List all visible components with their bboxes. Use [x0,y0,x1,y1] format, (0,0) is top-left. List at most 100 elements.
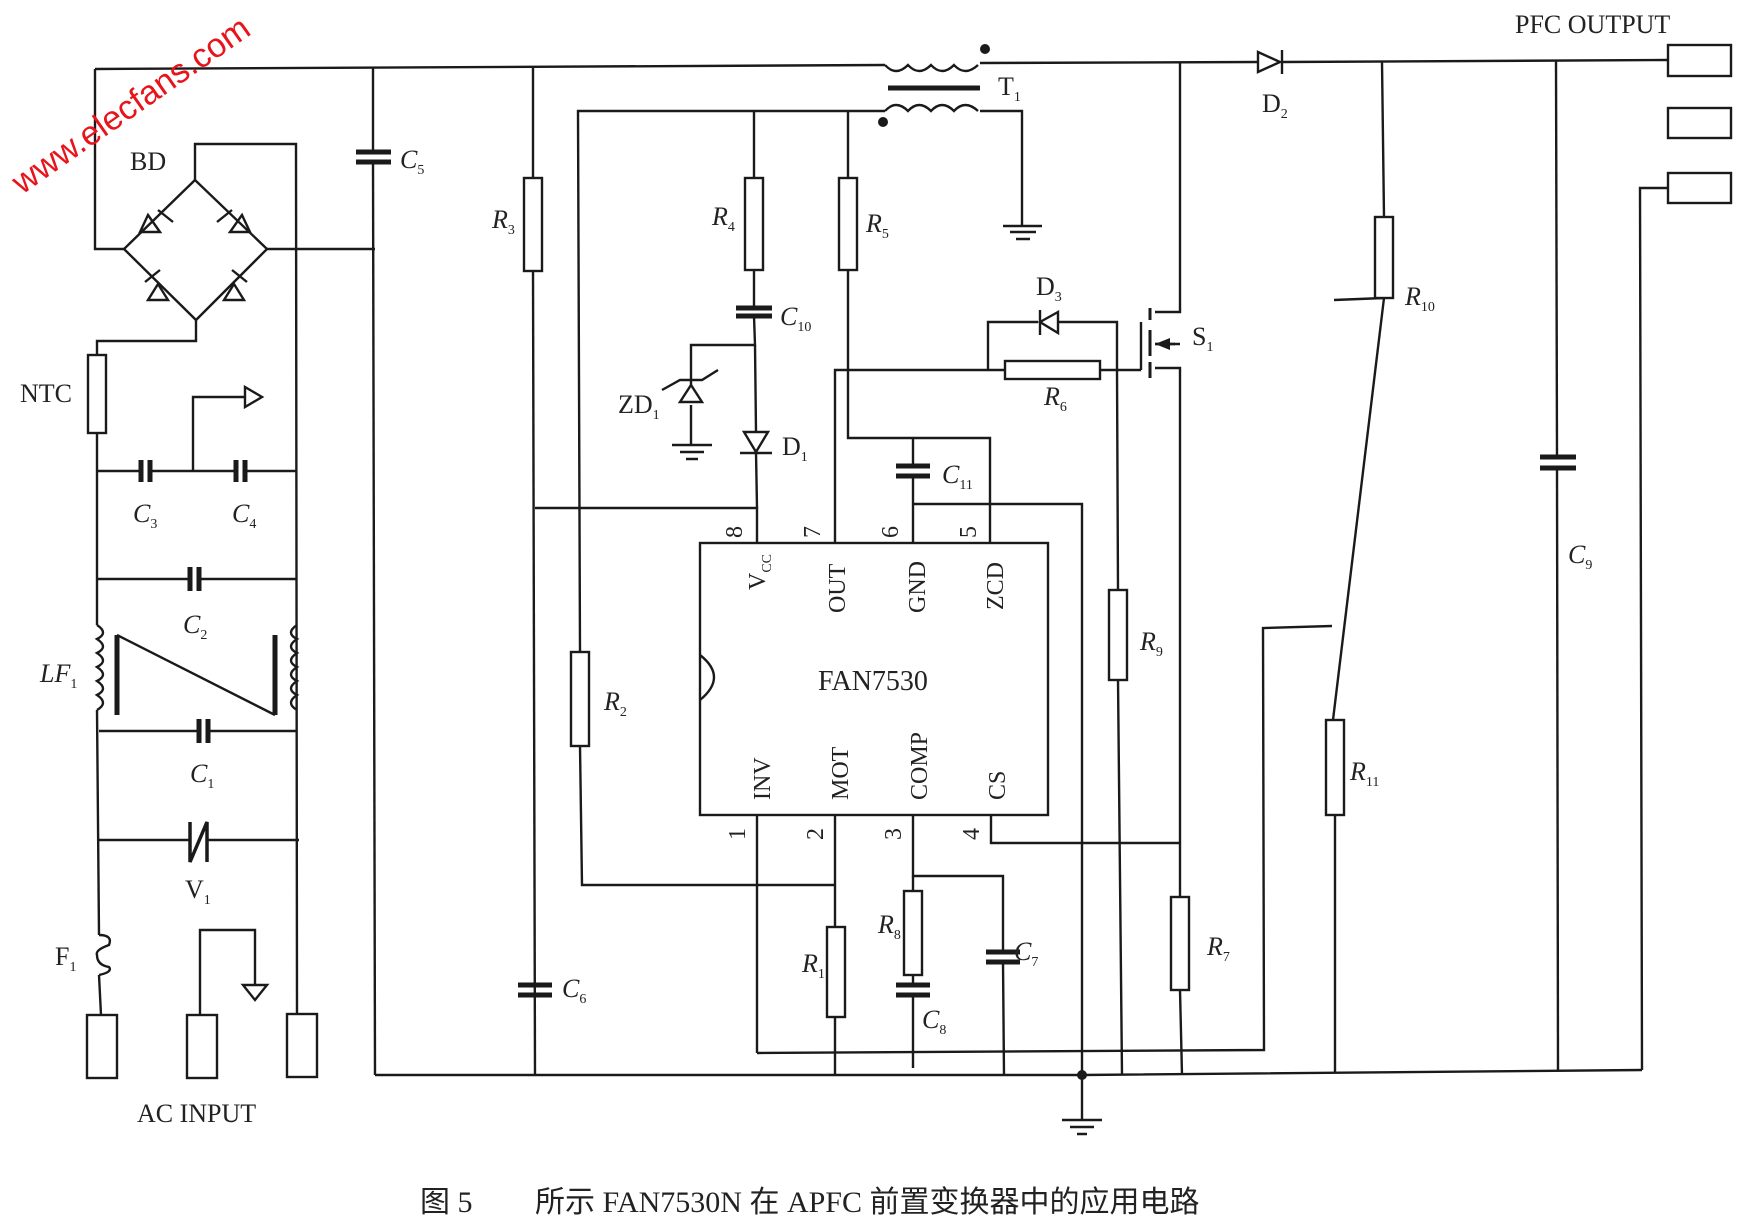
capacitor-c7-icon [986,949,1020,965]
label-v1: V1 [185,875,211,908]
capacitor-c11-icon [896,463,930,479]
fuse-icon [95,933,112,977]
label-c8: C8 [922,1005,946,1038]
label-c9: C9 [1568,540,1592,573]
label-r3: R3 [491,205,515,238]
ac-input-label: AC INPUT [137,1099,256,1128]
pfc-output-label: PFC OUTPUT [1515,10,1670,39]
pin-name-mot: MOT [828,746,854,800]
label-r7: R7 [1206,932,1230,965]
resistor-r5 [837,176,859,272]
label-c11: C11 [942,460,973,493]
pin-name-zcd: ZCD [983,562,1009,610]
wires [93,58,1669,1120]
label-d3: D3 [1036,272,1062,305]
figure-number: 图 5 [420,1186,473,1219]
resistor-r8 [902,889,924,977]
chassis-ground-icon [243,384,265,410]
resistor-r2 [569,650,591,748]
transformer-t1-icon [878,44,990,127]
terminal-out-return [1666,171,1733,205]
label-zd1: ZD1 [618,390,660,423]
pin-number: 6 [878,526,904,538]
capacitor-c5-icon [356,149,391,165]
capacitor-c9-icon [1540,454,1576,471]
diode-d1-icon [740,430,772,455]
label-d1: D1 [782,432,808,465]
ground-icon [672,443,712,461]
resistor-r3 [522,176,544,273]
figure-caption: 所示 FAN7530N 在 APFC 前置变换器中的应用电路 [535,1186,1200,1219]
common-mode-choke-icon [94,624,300,717]
bridge-diode-icon [138,209,252,302]
label-r5: R5 [865,209,889,242]
label-lf1: LF1 [39,659,77,692]
resistor-r9 [1107,588,1129,682]
label-r9: R9 [1139,627,1163,660]
ic-fan7530 [698,541,1050,817]
resistor-r6 [1003,359,1102,381]
label-c7: C7 [1014,937,1038,970]
resistor-r1 [825,925,847,1019]
ic-name: FAN7530 [818,666,928,697]
label-ntc: NTC [20,379,72,408]
terminal-out-nc [1666,106,1733,140]
diode-d2-icon [1256,50,1284,74]
resistor-r7 [1169,895,1191,992]
resistor-r4 [743,176,765,272]
label-d2: D2 [1262,89,1288,122]
capacitor-c8-icon [896,982,930,998]
pin-name-comp: COMP [907,732,933,800]
mosfet-s1-icon [1139,308,1175,378]
label-c1: C1 [190,759,214,792]
label-r4: R4 [711,202,735,235]
ntc-thermistor-icon [86,353,108,435]
label-s1: S1 [1192,322,1213,355]
label-c10: C10 [780,302,811,335]
label-r11: R11 [1349,757,1379,790]
label-c2: C2 [183,610,207,643]
label-r1: R1 [801,949,825,982]
label-f1: F1 [55,942,76,975]
capacitor-icon [138,460,248,743]
zener-diode-icon [661,368,719,404]
resistor-r10 [1373,215,1395,300]
pin-number: 2 [803,828,829,840]
pfc-output-terminals [1666,43,1733,205]
ground-icon [1003,224,1042,241]
pin-name-inv: INV [750,757,776,800]
pin-name-vcc: VCC [745,554,775,590]
pin-name-out: OUT [825,563,851,613]
terminal-out-positive [1666,43,1733,78]
earth-icon [240,983,270,1002]
terminal-line [85,1013,119,1080]
label-r2: R2 [603,687,627,720]
label-c6: C6 [562,974,586,1007]
pin-number: 7 [800,526,826,538]
label-c4: C4 [232,499,256,532]
capacitor-c10-icon [736,305,772,319]
label-t1: T1 [998,72,1021,105]
ac-input-terminals [85,1012,319,1080]
pin-number: 3 [881,828,907,840]
terminal-neutral [285,1012,319,1079]
label-bd: BD [130,147,166,176]
label-r10: R10 [1404,282,1435,315]
terminal-earth [185,1013,219,1080]
pin-number: 1 [725,828,751,840]
capacitor-c6-icon [518,982,552,998]
pin-number: 4 [959,828,985,840]
ground-node [1077,1070,1087,1080]
ic-notch-icon [699,654,716,701]
pin-number: 5 [956,526,982,538]
pin-name-gnd: GND [905,561,931,613]
diode-d3-icon [1037,309,1060,336]
label-r6: R6 [1043,382,1067,415]
ground-icon [1062,1118,1102,1136]
label-r8: R8 [877,910,901,943]
pin-name-cs: CS [985,771,1011,800]
resistor-r11 [1324,718,1346,817]
pin-number: 8 [722,526,748,538]
varistor-icon [188,821,209,863]
